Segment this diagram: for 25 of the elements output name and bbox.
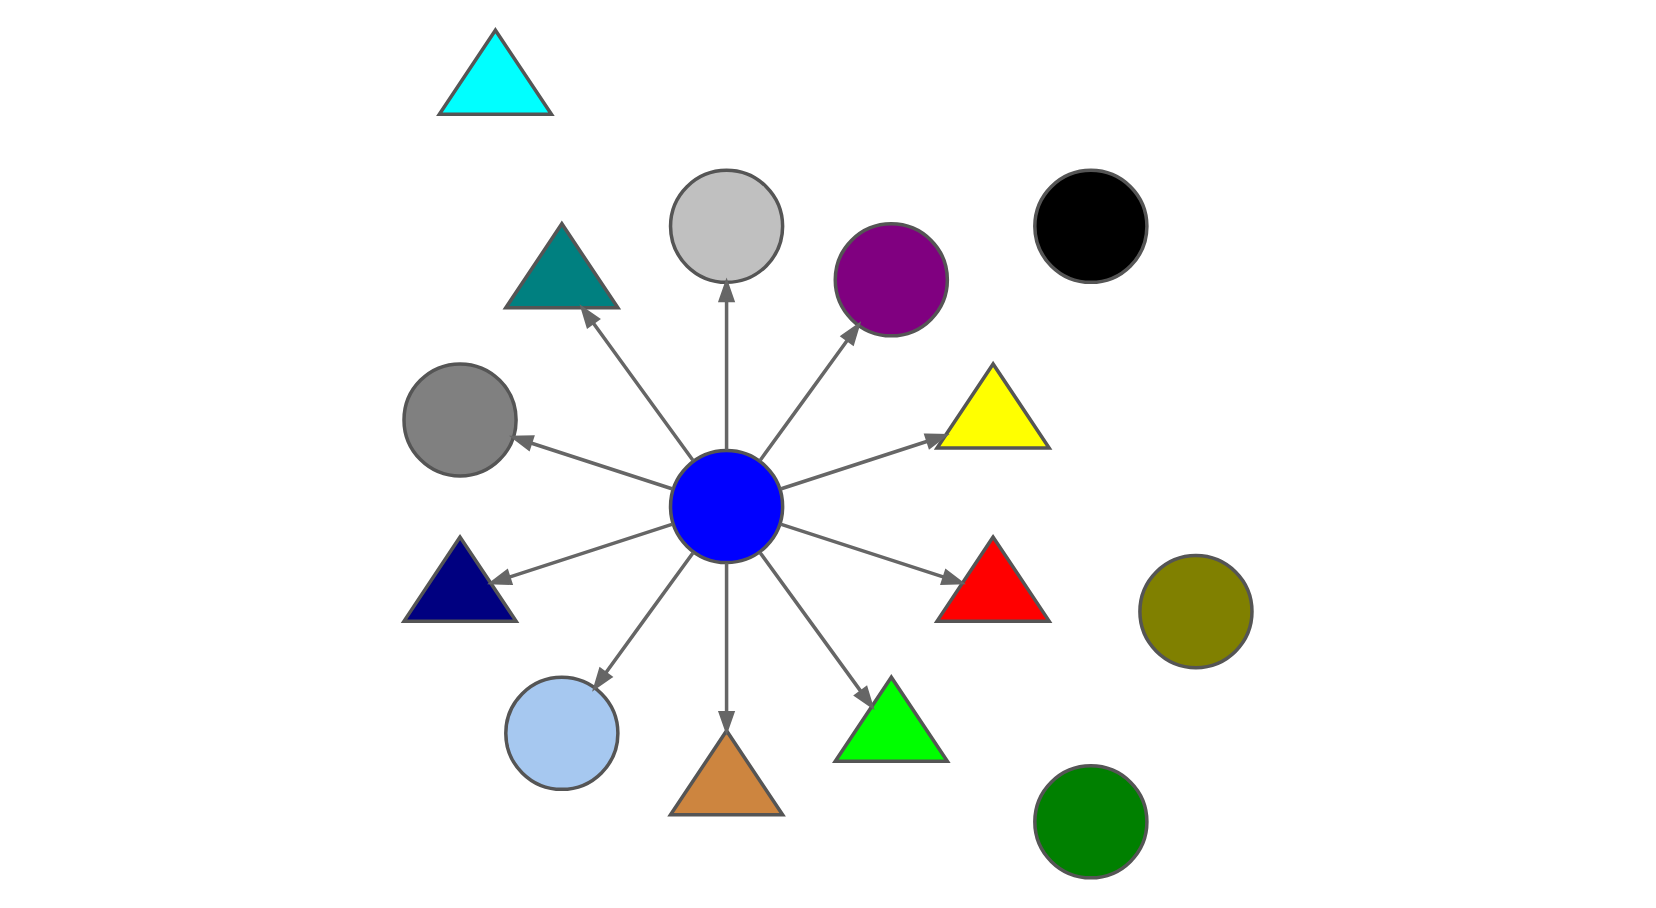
node-triangle (933, 533, 1053, 623)
node-circle (504, 675, 620, 792)
node-circle (833, 222, 950, 338)
arrow (758, 321, 862, 462)
arrow (508, 435, 674, 491)
arrow (779, 522, 967, 585)
arrow (718, 563, 736, 736)
arrow (718, 277, 736, 450)
node-circle (1033, 764, 1149, 880)
arrow (592, 551, 695, 692)
node-circle (668, 168, 785, 285)
node-circle (402, 362, 518, 478)
arrow (758, 551, 875, 711)
node-triangle (832, 674, 951, 764)
node-triangle (933, 360, 1053, 450)
node-circle (668, 448, 785, 565)
node-circle (1033, 168, 1149, 285)
node-triangle (667, 727, 786, 817)
node-triangle (400, 533, 520, 623)
arrow (487, 522, 674, 585)
node-triangle (502, 220, 622, 310)
arrow (779, 433, 950, 491)
node-circle (1138, 553, 1254, 670)
node-triangle (436, 27, 555, 116)
arrow (579, 304, 695, 462)
